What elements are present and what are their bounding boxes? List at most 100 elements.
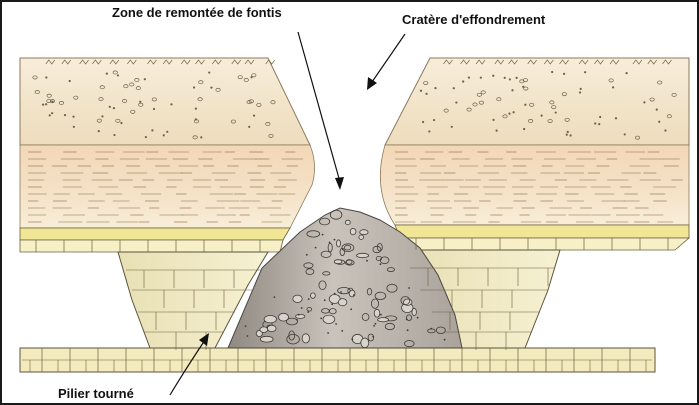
sand-pebble — [567, 131, 569, 133]
sand-pebble — [200, 136, 202, 138]
sand-pebble — [153, 108, 155, 110]
rubble-stone — [374, 309, 380, 317]
sand-pebble — [120, 122, 122, 124]
sand-pebble — [145, 136, 147, 138]
rubble-grain — [417, 317, 419, 319]
rubble-grain — [406, 319, 408, 321]
right-upper-sand-layer — [385, 58, 689, 145]
label-collapse-crater: Cratère d'effondrement — [402, 12, 546, 27]
rubble-stone — [412, 308, 416, 315]
rubble-grain — [366, 260, 368, 262]
rubble-grain — [274, 296, 276, 298]
sand-pebble — [551, 71, 553, 73]
sand-pebble — [69, 80, 71, 82]
sand-pebble — [580, 88, 582, 90]
sand-pebble — [599, 116, 601, 118]
rubble-grain — [245, 325, 247, 327]
rubble-stone — [311, 293, 316, 298]
sand-pebble — [509, 78, 511, 80]
sand-pebble — [643, 101, 645, 103]
sand-pebble — [625, 72, 627, 74]
sand-pebble — [144, 78, 146, 80]
sand-pebble — [455, 101, 457, 103]
sand-pebble — [496, 130, 498, 132]
rubble-grain — [341, 330, 343, 332]
rubble-grain — [334, 239, 336, 241]
sand-pebble — [508, 113, 510, 115]
rubble-stone — [267, 325, 276, 331]
sand-pebble — [42, 104, 44, 106]
rubble-grain — [327, 332, 329, 334]
sand-pebble — [195, 108, 197, 110]
sand-pebble — [555, 111, 557, 113]
sand-pebble — [420, 90, 422, 92]
rubble-stone — [345, 220, 350, 224]
right-limestone-lower — [400, 238, 689, 250]
sand-pebble — [504, 77, 506, 79]
sand-pebble — [511, 89, 513, 91]
rubble-grain — [307, 311, 309, 313]
rubble-stone — [338, 299, 347, 306]
sand-pebble — [658, 121, 660, 123]
rubble-grain — [334, 293, 336, 295]
sand-pebble — [113, 134, 115, 136]
arrow-crater-icon — [367, 34, 405, 90]
rubble-stone — [361, 338, 369, 348]
rubble-grain — [306, 254, 308, 256]
sand-pebble — [612, 86, 614, 88]
sand-pebble — [193, 86, 195, 88]
rubble-grain — [408, 287, 410, 289]
rubble-stone — [337, 240, 341, 247]
rubble-grain — [315, 247, 317, 249]
sand-pebble — [656, 109, 658, 111]
rubble-stone — [360, 230, 368, 235]
rubble-grain — [373, 325, 375, 327]
rubble-stone — [357, 253, 369, 257]
sand-pebble — [45, 76, 47, 78]
rubble-stone — [323, 315, 335, 323]
sand-pebble — [422, 121, 424, 123]
rubble-grain — [350, 308, 352, 310]
left-clay-layer — [20, 145, 315, 228]
sand-pebble — [51, 112, 53, 114]
rubble-grain — [301, 307, 303, 309]
left-limestone-bed — [20, 228, 290, 240]
sand-pebble — [462, 80, 464, 82]
sand-pebble — [250, 76, 252, 78]
sand-pebble — [579, 91, 581, 93]
sand-pebble — [117, 74, 119, 76]
rubble-stone — [296, 314, 305, 318]
rubble-grain — [320, 318, 322, 320]
rubble-grain — [353, 294, 355, 296]
sand-pebble — [151, 129, 153, 131]
rubble-grain — [372, 336, 374, 338]
sand-pebble — [248, 126, 250, 128]
sand-pebble — [594, 122, 596, 124]
sand-pebble — [524, 104, 526, 106]
rubble-grain — [324, 299, 326, 301]
sand-pebble — [516, 77, 518, 79]
sand-pebble — [664, 129, 666, 131]
rubble-stone — [378, 318, 389, 322]
sand-pebble — [49, 114, 51, 116]
sand-pebble — [434, 87, 436, 89]
sand-pebble — [64, 114, 66, 116]
right-limestone-bed — [395, 225, 689, 238]
rubble-grain — [407, 329, 409, 331]
sand-pebble — [139, 101, 141, 103]
rubble-stone — [279, 313, 289, 321]
sand-pebble — [598, 123, 600, 125]
sand-pebble — [451, 126, 453, 128]
rubble-stone — [260, 336, 273, 342]
rubble-grain — [329, 242, 331, 244]
label-pillar: Pilier tourné — [58, 386, 134, 401]
sand-pebble — [163, 134, 165, 136]
label-fontis-zone: Zone de remontée de fontis — [112, 5, 282, 20]
rubble-stone — [359, 235, 364, 239]
sand-pebble — [492, 119, 494, 121]
sand-pebble — [72, 116, 74, 118]
sand-pebble — [106, 72, 108, 74]
rubble-grain — [308, 298, 310, 300]
sand-pebble — [453, 87, 455, 89]
